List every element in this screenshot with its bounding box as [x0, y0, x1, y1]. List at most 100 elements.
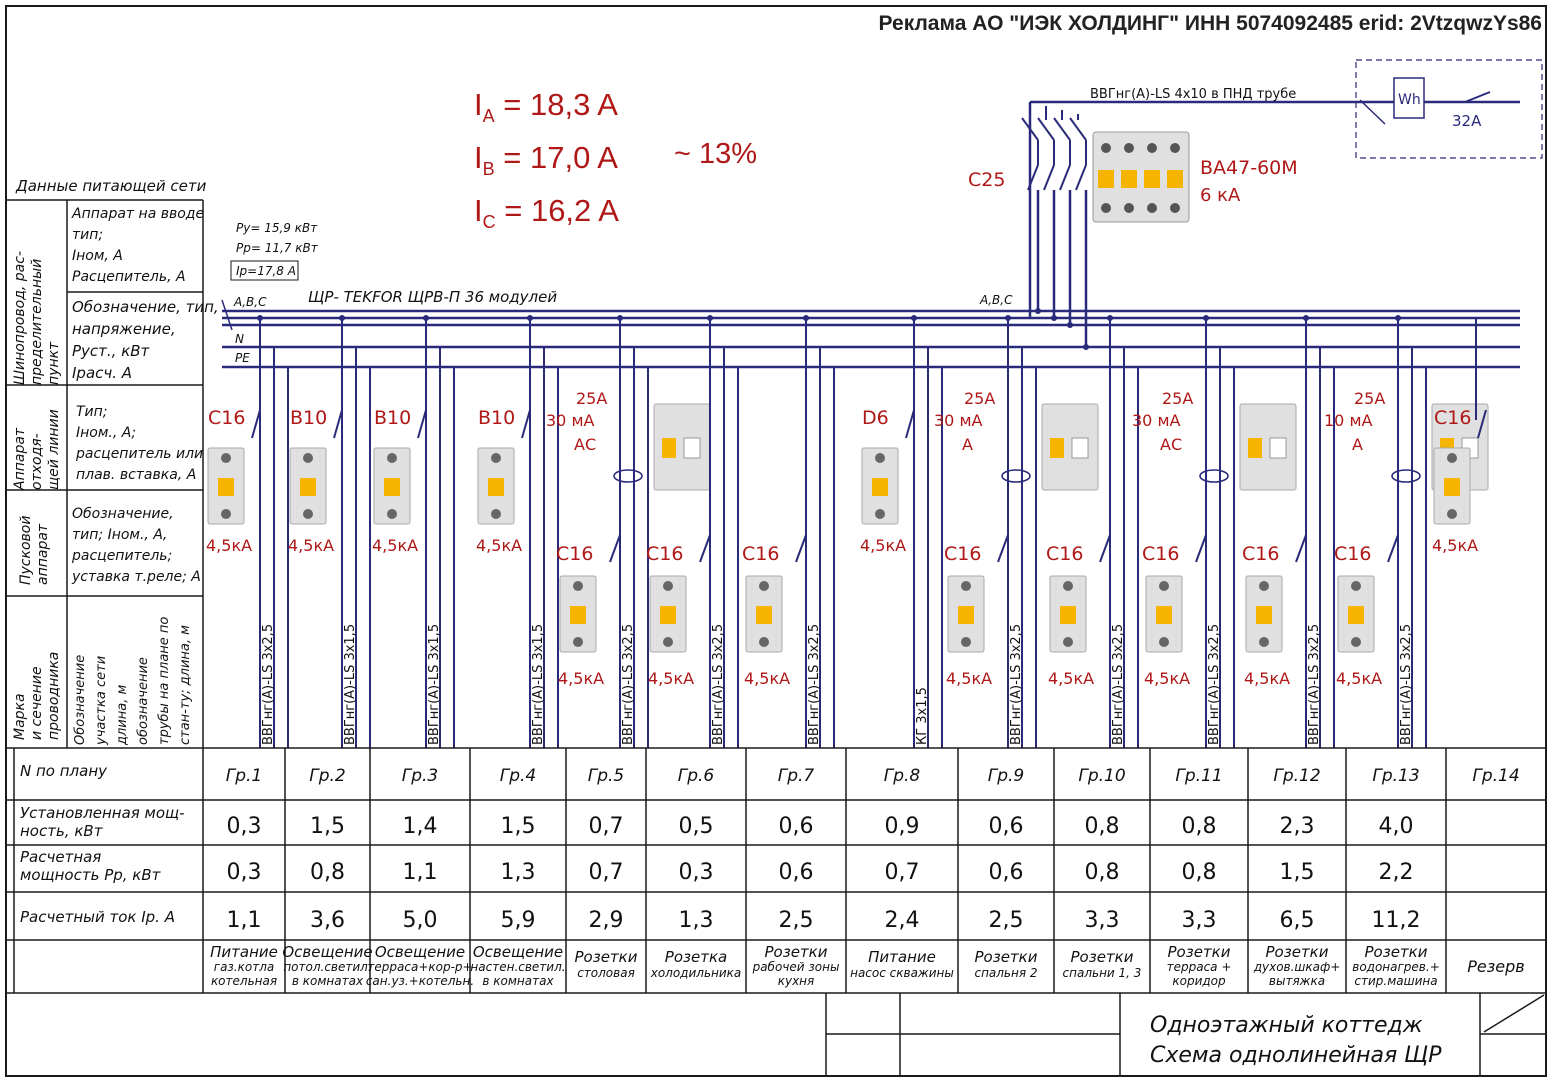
section-label-outgoing: Аппарат	[12, 427, 28, 491]
group-2-breaker-screw-bottom	[303, 509, 313, 519]
group-5-sub-breaker	[559, 575, 597, 653]
group-7-description: кухня	[778, 974, 815, 988]
group-11-sub-blade	[1195, 534, 1207, 563]
group-6-description: Розетка	[665, 948, 727, 966]
group-5-description: столовая	[577, 966, 635, 980]
section-label-outgoing: щей линии	[46, 409, 62, 490]
group-4-calc-power: 1,3	[501, 860, 536, 885]
group-3-breaker-screw-bottom	[387, 509, 397, 519]
group-5-rcd	[653, 403, 711, 491]
group-8-bus-dot	[911, 315, 917, 321]
group-12-sub-breaker-screw-bottom	[1259, 637, 1269, 647]
group-5-sub-blade	[609, 534, 621, 563]
group-8-breaker-screw-top	[875, 453, 885, 463]
group-10-bus-dot	[1107, 315, 1113, 321]
group-11-rcd-type: АС	[1160, 435, 1182, 454]
group-5-bus-dot	[617, 315, 623, 321]
group-9-sub-breaker-screw-top	[961, 581, 971, 591]
group-11-rcd-ma: 30 мА	[1132, 411, 1181, 430]
group-13-description: водонагрев.+	[1352, 960, 1440, 974]
group-11-rcd-rating: 25А	[1162, 389, 1193, 408]
group-11-calc-current: 3,3	[1182, 908, 1217, 933]
group-3-calc-power: 1,1	[403, 860, 438, 885]
group-5-cable: ВВГнг(А)-LS 3х2,5	[621, 624, 636, 745]
group-12-installed-power: 2,3	[1280, 814, 1315, 839]
group-9-description: Розетки	[975, 948, 1038, 966]
group-14-breaker-screw-bottom	[1447, 509, 1457, 519]
group-11-sub-ka: 4,5кА	[1144, 669, 1190, 688]
group-11-description: Розетки	[1168, 943, 1231, 961]
group-11-number: Гр.11	[1175, 766, 1222, 786]
group-13-cable: ВВГнг(А)-LS 3х2,5	[1399, 624, 1414, 745]
input-breaker-picture	[1092, 131, 1190, 223]
group-9-installed-power: 0,6	[989, 814, 1024, 839]
group-7-cable: ВВГнг(А)-LS 3х2,5	[807, 624, 822, 745]
group-11-rcd	[1239, 403, 1297, 491]
group-9-rcd-test	[1071, 437, 1089, 459]
group-7-calc-power: 0,6	[779, 860, 814, 885]
group-7-description: Розетки	[765, 943, 828, 961]
group-5-calc-power: 0,7	[589, 860, 624, 885]
group-8-breaker-ka: 4,5кА	[860, 536, 906, 555]
group-10-sub-breaker-toggle	[1060, 606, 1076, 624]
group-11-description: коридор	[1172, 974, 1226, 988]
meter-cable-bend	[1359, 99, 1386, 125]
group-6-description: холодильника	[650, 966, 742, 980]
group-7-bus-dot	[803, 315, 809, 321]
group-3-breaker-screw-top	[387, 453, 397, 463]
section-label-conductor: проводника	[46, 652, 62, 740]
input-breaker-screw	[1147, 143, 1157, 153]
input-breaker-screw	[1124, 143, 1134, 153]
row-desc-board: напряжение,	[72, 320, 176, 338]
group-14-breaker	[1433, 447, 1471, 525]
group-8-installed-power: 0,9	[885, 814, 920, 839]
group-11-sub-breaker-screw-top	[1159, 581, 1169, 591]
board-pp: Рр= 11,7 кВт	[236, 241, 319, 255]
current-c: IC = 16,2 A	[474, 193, 619, 233]
group-8-description: насос скважины	[850, 966, 954, 980]
group-12-sub-breaker-screw-top	[1259, 581, 1269, 591]
meter-breaker-label: 32А	[1452, 112, 1482, 130]
group-6-calc-current: 1,3	[679, 908, 714, 933]
group-1-breaker	[207, 447, 245, 525]
group-7-installed-power: 0,6	[779, 814, 814, 839]
group-13-rcd-type: А	[1352, 435, 1363, 454]
group-11-sub-label: С16	[1142, 543, 1179, 565]
busbar-phases-left: А,В,С	[233, 295, 267, 309]
group-9-sub-ka: 4,5кА	[946, 669, 992, 688]
title-line-2: Схема однолинейная ЩР	[1150, 1043, 1442, 1068]
group-5-rcd-toggle	[662, 438, 676, 458]
group-1-breaker-screw-top	[221, 453, 231, 463]
group-12-sub-breaker	[1245, 575, 1283, 653]
group-9-cable: ВВГнг(А)-LS 3х2,5	[1009, 624, 1024, 745]
group-11-rcd-test	[1269, 437, 1287, 459]
group-11-installed-power: 0,8	[1182, 814, 1217, 839]
group-8-calc-current: 2,4	[885, 908, 920, 933]
group-10-calc-power: 0,8	[1085, 860, 1120, 885]
group-4-breaker-ka: 4,5кА	[476, 536, 522, 555]
input-breaker-toggle	[1098, 170, 1114, 188]
group-8-breaker	[861, 447, 899, 525]
input-breaker-screw	[1101, 203, 1111, 213]
board-ip: Iр=17,8 А	[236, 264, 296, 278]
group-7-sub-breaker-screw-bottom	[759, 637, 769, 647]
group-8-number: Гр.8	[884, 766, 921, 786]
group-2-installed-power: 1,5	[310, 814, 345, 839]
row-desc-conductor: обозначение	[136, 657, 151, 745]
group-7-calc-current: 2,5	[779, 908, 814, 933]
group-7-description: рабочей зоны	[752, 960, 840, 974]
row-label-calc-current: Расчетный ток Iр. А	[20, 908, 175, 926]
feeder-fan	[1021, 117, 1039, 141]
group-6-sub-breaker-toggle	[660, 606, 676, 624]
row-desc-input-device: Iном, А	[72, 248, 123, 264]
group-4-cable: ВВГнг(А)-LS 3х1,5	[531, 624, 546, 745]
group-6-cable: ВВГнг(А)-LS 3х2,5	[711, 624, 726, 745]
input-breaker-blade	[1075, 164, 1087, 191]
group-12-calc-power: 1,5	[1280, 860, 1315, 885]
group-10-description: Розетки	[1071, 948, 1134, 966]
group-7-number: Гр.7	[778, 766, 815, 786]
group-1-description: газ.котла	[214, 960, 274, 974]
phase-imbalance: ~ 13%	[674, 138, 758, 170]
